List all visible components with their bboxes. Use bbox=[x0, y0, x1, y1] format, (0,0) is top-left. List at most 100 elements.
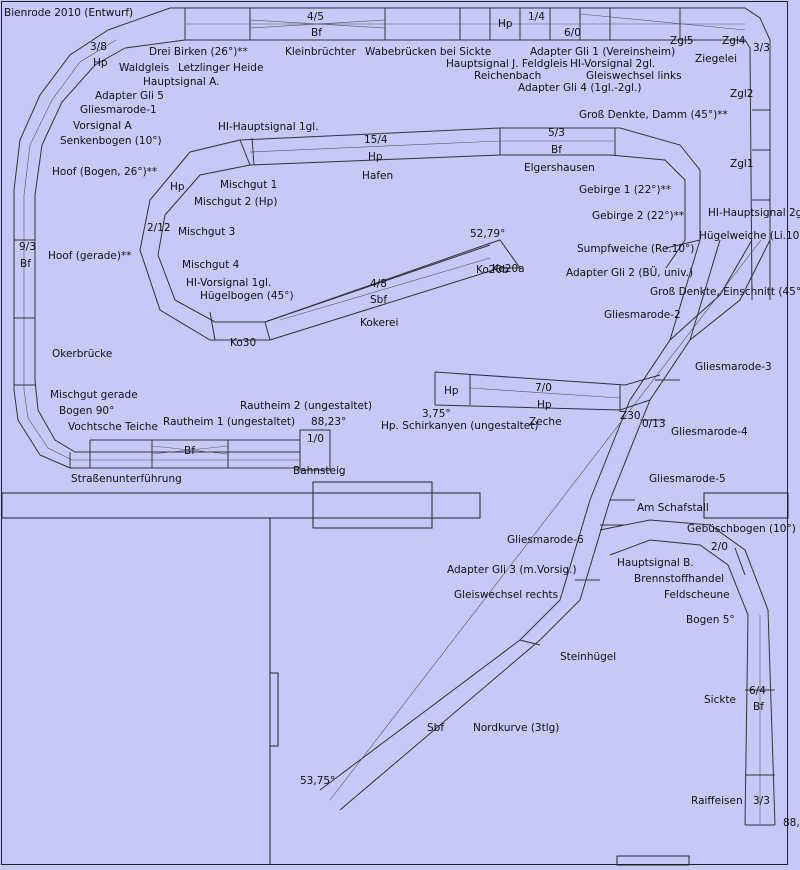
track-right-lower-loop bbox=[599, 519, 776, 826]
label-mischgut-gerade: Mischgut gerade bbox=[50, 389, 138, 401]
label-gebirge-2: Gebirge 2 (22°)** bbox=[592, 210, 684, 222]
label-elevation-3-75: 3,75° bbox=[422, 408, 451, 420]
label-bf-1: Bf bbox=[311, 27, 322, 39]
label-hoof-bogen: Hoof (Bogen, 26°)** bbox=[52, 166, 157, 178]
label-elevation-53-75: 53,75° bbox=[300, 775, 335, 787]
label-gliesmarode-5: Gliesmarode-5 bbox=[649, 473, 726, 485]
access-hatch bbox=[312, 481, 433, 529]
label-zgl1: Zgl1 bbox=[730, 158, 753, 170]
label-adapter-gli-1: Adapter Gli 1 (Vereinsheim) bbox=[530, 46, 675, 58]
label-4-5: 4/5 bbox=[307, 11, 324, 23]
label-hp-5: Hp bbox=[444, 385, 459, 397]
label-huegelbogen: Hügelbogen (45°) bbox=[200, 290, 294, 302]
label-bf-5: Bf bbox=[753, 701, 764, 713]
track-kokerei bbox=[264, 239, 521, 323]
label-strassenunterfuehrung: Straßenunterführung bbox=[71, 473, 182, 485]
label-ziegelei: Ziegelei bbox=[695, 53, 737, 65]
label-bogen-5: Bogen 5° bbox=[686, 614, 735, 626]
label-drei-birken: Drei Birken (26°)** bbox=[149, 46, 248, 58]
label-steinhuegel: Steinhügel bbox=[560, 651, 616, 663]
label-waldgleis: Waldgleis bbox=[119, 62, 169, 74]
label-senkenbogen: Senkenbogen (10°) bbox=[60, 135, 162, 147]
label-gebueschbogen: Gebüschbogen (10°) bbox=[687, 523, 796, 535]
label-schirkanyen: Hp. Schirkanyen (ungestaltet) bbox=[381, 420, 538, 432]
label-letzlinger-heide: Letzlinger Heide bbox=[178, 62, 263, 74]
track-top-station bbox=[107, 7, 771, 301]
label-1-0: 1/0 bbox=[307, 433, 324, 445]
plan-title: Bienrode 2010 (Entwurf) bbox=[4, 7, 133, 19]
label-sbf-2: Sbf bbox=[427, 722, 444, 734]
label-hauptsignal-a: Hauptsignal A. bbox=[143, 76, 220, 88]
label-hp-3: Hp bbox=[368, 151, 383, 163]
label-hoof-gerade: Hoof (gerade)** bbox=[48, 250, 131, 262]
label-4-8: 4/8 bbox=[370, 278, 387, 290]
label-hi-vorsignal-2gl: HI-Vorsignal 2gl. bbox=[570, 58, 655, 70]
label-zgl5: Zgl5 bbox=[670, 35, 693, 47]
label-adapter-gli-2: Adapter Gli 2 (BÜ, univ.) bbox=[566, 266, 693, 279]
label-sumpfweiche: Sumpfweiche (Re.10°) bbox=[577, 243, 694, 255]
label-gross-denkte-damm: Groß Denkte, Damm (45°)** bbox=[579, 109, 728, 121]
labels: Bienrode 2010 (Entwurf) 3/8 Hp 4/5 Bf Hp… bbox=[4, 7, 800, 829]
label-okerbruecke: Okerbrücke bbox=[52, 348, 112, 360]
label-hp-6: Hp bbox=[537, 399, 552, 411]
wall-bracket bbox=[269, 672, 279, 747]
label-gliesmarode-6: Gliesmarode-6 bbox=[507, 534, 584, 546]
label-6-0: 6/0 bbox=[564, 27, 581, 39]
label-zeche: Zeche bbox=[529, 416, 562, 428]
label-ko20b: Ko20b bbox=[476, 264, 509, 276]
label-hauptsignal-b: Hauptsignal B. bbox=[617, 557, 694, 569]
label-9-3: 9/3 bbox=[19, 241, 36, 253]
label-bahnsteig: Bahnsteig bbox=[293, 465, 346, 477]
label-hi-vorsignal-1gl: HI-Vorsignal 1gl. bbox=[186, 277, 271, 289]
label-z30: Z30 bbox=[620, 410, 641, 422]
track-left-loop bbox=[13, 29, 331, 471]
label-6-4: 6/4 bbox=[749, 685, 766, 697]
label-ko20a: Ko20a bbox=[492, 263, 525, 275]
label-mischgut-1: Mischgut 1 bbox=[220, 179, 277, 191]
label-hafen: Hafen bbox=[362, 170, 393, 182]
label-vorsignal-a: Vorsignal A bbox=[73, 120, 133, 132]
label-gebirge-1: Gebirge 1 (22°)** bbox=[579, 184, 671, 196]
label-hp-2: Hp bbox=[498, 18, 513, 30]
label-am-schafstall: Am Schafstall bbox=[637, 502, 709, 514]
label-mischgut-3: Mischgut 3 bbox=[178, 226, 235, 238]
label-mischgut-4: Mischgut 4 bbox=[182, 259, 240, 271]
label-hi-hauptsignal-2gl: HI-Hauptsignal 2gl. bbox=[708, 207, 800, 219]
label-15-4: 15/4 bbox=[364, 134, 388, 146]
label-reichenbach: Reichenbach bbox=[474, 70, 541, 82]
label-adapter-gli-3: Adapter Gli 3 (m.Vorsig.) bbox=[447, 564, 577, 576]
label-zgl4: Zgl4 bbox=[722, 35, 746, 47]
label-huegelweiche: Hügelweiche (Li.10°) bbox=[699, 230, 800, 242]
label-bf-2: Bf bbox=[551, 144, 562, 156]
label-hi-hauptsignal-1gl: HI-Hauptsignal 1gl. bbox=[218, 121, 319, 133]
label-elevation-88-23: 88,23° bbox=[311, 416, 346, 428]
label-gleiswechsel-rechts: Gleiswechsel rechts bbox=[454, 589, 558, 601]
label-2-0: 2/0 bbox=[711, 541, 728, 553]
label-adapter-gli-5: Adapter Gli 5 bbox=[95, 90, 164, 102]
label-raiffeisen: Raiffeisen bbox=[691, 795, 743, 807]
track-inner-spiral bbox=[139, 127, 701, 341]
label-bf-3: Bf bbox=[20, 258, 31, 270]
label-hp-4: Hp bbox=[170, 181, 185, 193]
board-divider-left bbox=[1, 492, 481, 519]
label-feldscheune: Feldscheune bbox=[664, 589, 730, 601]
label-ko30: Ko30 bbox=[230, 337, 256, 349]
label-gliesmarode-2: Gliesmarode-2 bbox=[604, 309, 681, 321]
board-outline bbox=[1, 1, 788, 865]
track-zeche-station bbox=[434, 371, 661, 412]
label-vochtsche-teiche: Vochtsche Teiche bbox=[68, 421, 158, 433]
label-elevation-52-79: 52,79° bbox=[470, 228, 505, 240]
label-wabebruecken: Wabebrücken bei Sickte bbox=[365, 46, 491, 58]
label-rautheim-2: Rautheim 2 (ungestaltet) bbox=[240, 400, 372, 412]
label-5-3: 5/3 bbox=[548, 127, 565, 139]
label-gleiswechsel-links: Gleiswechsel links bbox=[586, 70, 682, 82]
label-elgershausen: Elgershausen bbox=[524, 162, 595, 174]
label-hauptsignal-j: Hauptsignal J. Feldgleis bbox=[446, 58, 568, 70]
label-elevation-88-5: 88,5 bbox=[783, 817, 800, 829]
label-hp-1: Hp bbox=[93, 57, 108, 69]
label-mischgut-2: Mischgut 2 (Hp) bbox=[194, 196, 277, 208]
label-gross-denkte-einschnitt: Groß Denkte, Einschnitt (45°)** bbox=[650, 286, 800, 298]
label-gliesmarode-1: Gliesmarode-1 bbox=[80, 104, 157, 116]
label-sickte: Sickte bbox=[704, 694, 736, 706]
